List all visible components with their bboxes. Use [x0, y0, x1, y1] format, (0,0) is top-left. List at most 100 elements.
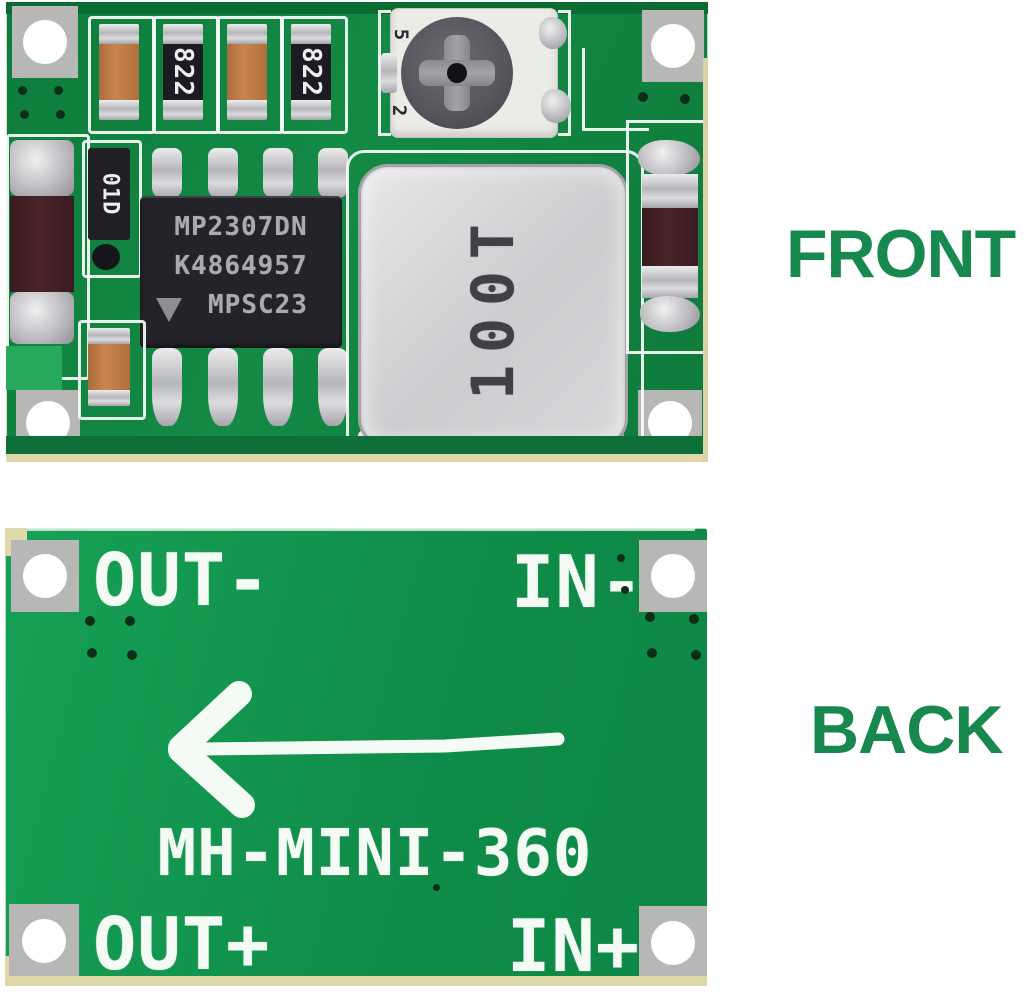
board-top-edge	[6, 2, 708, 14]
mounting-hole	[23, 554, 67, 598]
ic-marking-line1: MP2307DN	[174, 212, 308, 242]
via-dot	[56, 110, 65, 119]
via-dot	[20, 110, 29, 119]
resistor-body: 822	[291, 44, 331, 100]
back-board: OUT- IN- OUT+ IN+ MH-MINI-360	[5, 528, 707, 986]
label-in-plus: IN+	[507, 904, 641, 988]
tantalum-capacitor	[10, 140, 74, 344]
via-dot	[54, 86, 63, 95]
silkscreen-outline	[280, 16, 348, 134]
label-out-plus: OUT+	[93, 902, 271, 986]
silkscreen-bracket	[378, 10, 391, 136]
mounting-pad-top-right	[639, 540, 707, 612]
resistor-marking: 822	[296, 47, 326, 97]
solder-end	[99, 24, 139, 44]
via-dot	[680, 94, 690, 104]
board-edge	[6, 454, 708, 462]
trimpot-marking: 5	[390, 28, 413, 41]
resistor-marking: 822	[168, 47, 198, 97]
ic-marking-line2: K4864957	[174, 251, 308, 281]
via-dot	[638, 92, 648, 102]
capacitor-body	[10, 196, 74, 292]
capacitor-body	[227, 44, 267, 100]
diode: 01D	[88, 148, 130, 240]
solder-blob	[541, 89, 571, 123]
silkscreen-bracket	[558, 10, 571, 136]
smd-capacitor	[227, 24, 267, 120]
solder-end	[88, 328, 130, 344]
diode-marking: 01D	[97, 172, 122, 216]
label-out-minus: OUT-	[93, 538, 271, 622]
silkscreen-line	[582, 48, 649, 131]
rotor-center	[447, 63, 467, 83]
trimpot-rotor	[401, 17, 513, 129]
trimpot-terminal	[381, 53, 397, 93]
mounting-hole	[22, 919, 66, 963]
copper-pad	[6, 346, 62, 390]
front-board: 822 822 5 2	[6, 2, 709, 462]
mounting-hole	[23, 20, 67, 64]
board-bottom-shadow	[6, 436, 708, 454]
solder-end	[163, 100, 203, 120]
ic-chip: MP2307DN K4864957 MPSC23	[140, 196, 342, 348]
via-dot	[617, 554, 625, 562]
solder-end	[10, 140, 74, 196]
capacitor-body	[88, 344, 130, 390]
ic-pin	[318, 348, 348, 426]
mounting-pad-bottom-left	[9, 904, 79, 978]
via-dot	[645, 612, 655, 622]
ic-marking-line3: MPSC23	[208, 290, 308, 320]
mounting-hole	[651, 24, 695, 68]
trimpot: 5 2	[381, 8, 571, 138]
ic-pin	[152, 148, 182, 198]
mounting-pad-top-left	[11, 540, 79, 612]
ic-pin	[318, 148, 348, 198]
via-dot	[125, 616, 135, 626]
via-dot	[691, 650, 701, 660]
ic-pin	[263, 348, 293, 426]
solder-end	[291, 24, 331, 44]
via-dot	[85, 616, 95, 626]
trimpot-marking: 2	[388, 104, 411, 117]
pin1-mark-icon	[156, 298, 182, 322]
board-edge	[5, 976, 707, 986]
inductor: 100T	[358, 164, 628, 448]
via-dot	[18, 86, 27, 95]
solder-end	[291, 100, 331, 120]
solder-end	[227, 100, 267, 120]
silkscreen-outline	[626, 120, 709, 354]
solder-end	[10, 292, 74, 344]
ic-pin	[208, 148, 238, 198]
mounting-hole	[651, 554, 695, 598]
solder-blob	[640, 296, 700, 332]
mounting-pad-top-left	[12, 6, 78, 78]
board-top-edge	[15, 528, 695, 531]
inductor-marking: 100T	[459, 212, 527, 400]
via-dot	[433, 884, 440, 891]
solder-blob	[539, 17, 567, 49]
via-dot	[87, 648, 97, 658]
via-dot	[621, 586, 629, 594]
capacitor-body	[99, 44, 139, 100]
mounting-pad-top-right	[642, 10, 704, 82]
caption-front: FRONT	[786, 216, 1016, 292]
smd-capacitor	[99, 24, 139, 120]
caption-back: BACK	[810, 692, 1003, 768]
diode-bead	[92, 244, 120, 270]
smd-resistor: 822	[291, 24, 331, 120]
via-dot	[127, 650, 137, 660]
ic-pin	[208, 348, 238, 426]
via-dot	[647, 648, 657, 658]
smd-resistor: 822	[163, 24, 203, 120]
solder-end	[642, 266, 698, 298]
silkscreen-outline	[78, 320, 146, 420]
via-dot	[689, 614, 699, 624]
solder-end	[642, 174, 698, 208]
direction-arrow-icon	[168, 681, 565, 818]
solder-end	[163, 24, 203, 44]
label-model: MH-MINI-360	[157, 817, 593, 891]
solder-end	[99, 100, 139, 120]
tantalum-capacitor	[642, 208, 698, 268]
solder-end	[227, 24, 267, 44]
